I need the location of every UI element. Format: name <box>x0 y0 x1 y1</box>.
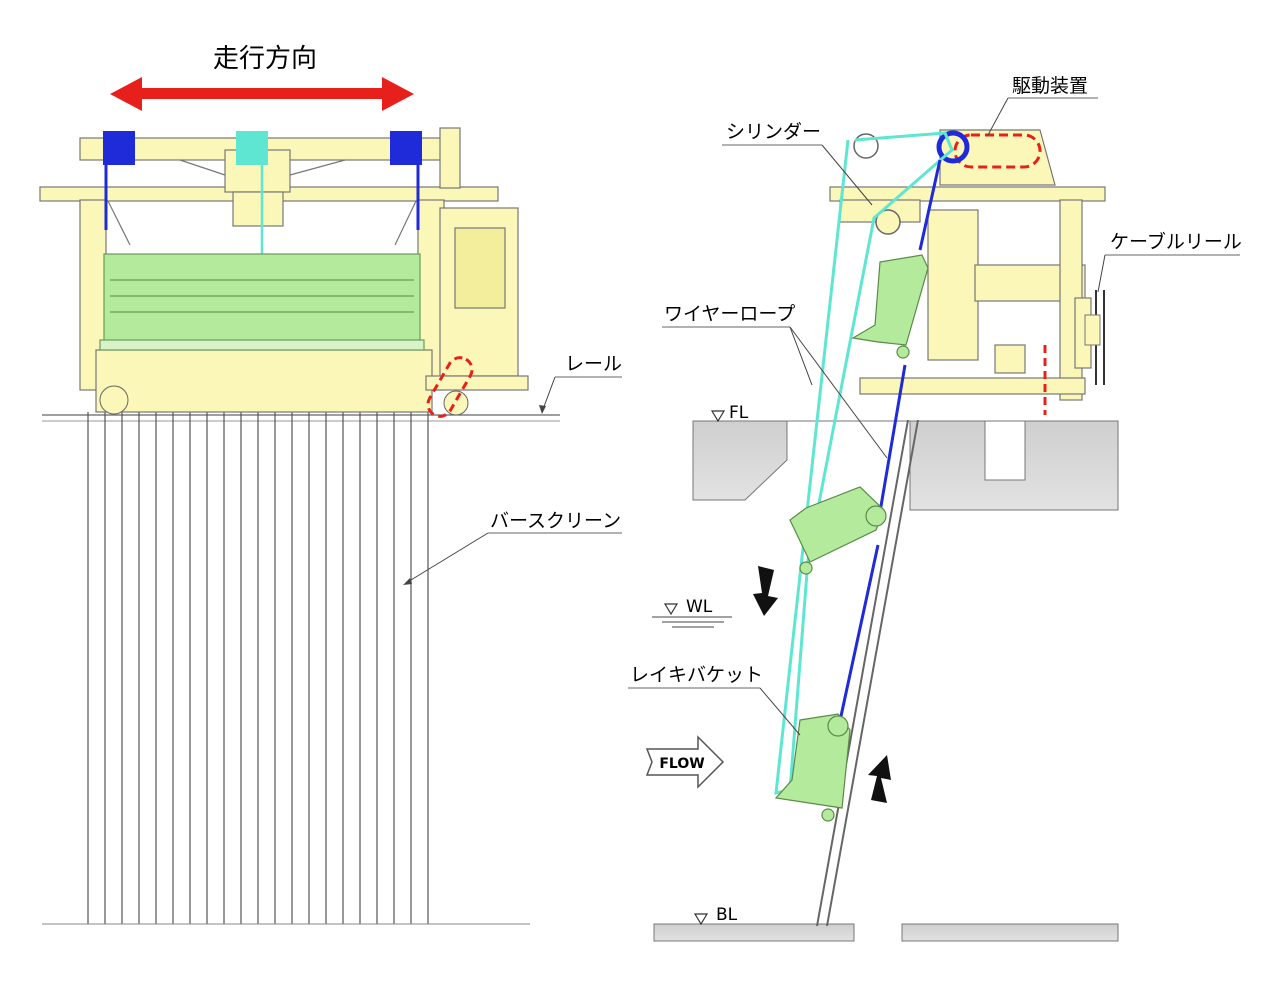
rake-bucket-front <box>99 253 425 351</box>
flow-arrow: FLOW <box>645 735 725 789</box>
cylinder-pulley <box>853 133 879 159</box>
travel-direction-arrow <box>110 77 414 111</box>
wire-rope-label: ワイヤーロープ <box>664 303 795 325</box>
cable-reel-label: ケーブルリール <box>1110 230 1242 253</box>
bl-label: BL <box>716 905 738 925</box>
guide-rope-cyan <box>774 131 954 795</box>
drive-sheave <box>936 130 970 164</box>
rake-bucket-bottom <box>774 713 851 822</box>
rake-bucket-label: レイキバケット <box>630 664 763 686</box>
front-chain-dashed <box>426 356 474 418</box>
flow-label: FLOW <box>659 756 704 772</box>
wl-label: WL <box>686 597 713 617</box>
cylinder-label: シリンダー <box>726 121 821 143</box>
fl-label: FL <box>729 403 749 423</box>
front-view: 走行方向 <box>39 44 622 925</box>
front-wheels <box>99 385 469 416</box>
level-marks: FL WL BL <box>652 403 749 926</box>
inclined-screen <box>816 419 909 927</box>
bottom-concrete <box>653 923 1119 942</box>
rail-label: レール <box>565 353 622 375</box>
down-arrow <box>753 566 778 616</box>
drive-unit-label: 駆動装置 <box>1012 75 1088 97</box>
travel-direction-label: 走行方向 <box>213 44 317 74</box>
motion-arrows <box>753 566 891 803</box>
cable-reel <box>1084 290 1105 385</box>
bar-screen-label: バースクリーン <box>490 510 621 532</box>
wire-ropes-blue <box>836 159 942 731</box>
rail-line <box>42 414 560 422</box>
floor-concrete <box>692 420 1119 511</box>
side-view: FLOW FL WL BL 駆動装置 シリンダー ケーブルリール ワイヤーロープ… <box>628 75 1242 942</box>
up-arrow <box>868 755 891 803</box>
rake-bucket-top <box>851 254 929 359</box>
front-frame <box>39 127 529 413</box>
side-frame <box>829 129 1106 401</box>
rake-bucket-middle <box>789 486 887 575</box>
drive-chain-dashed <box>953 133 1042 169</box>
bar-screen <box>87 412 429 924</box>
wire-drums <box>103 131 422 340</box>
